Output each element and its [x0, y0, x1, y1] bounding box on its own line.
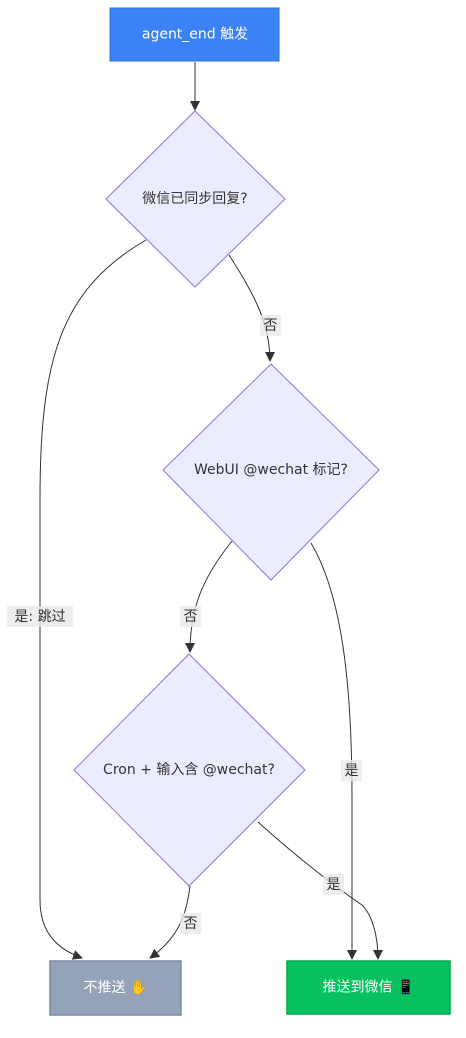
svg-text:否: 否	[184, 609, 198, 625]
node-decision-synced: 微信已同步回复?	[105, 110, 286, 288]
edge-webui-no	[185, 540, 233, 653]
svg-text:是: 是	[345, 763, 359, 779]
nodes: agent_end 触发 微信已同步回复? WebUI @wechat 标记? …	[49, 7, 451, 1016]
edge-labels: 否 是: 跳过 否 是 是 否	[7, 315, 362, 934]
edge-label-synced-no: 否	[260, 315, 281, 336]
edge-label-webui-no: 否	[180, 606, 201, 627]
edge-label-cron-yes: 是	[323, 874, 344, 895]
edge-label-webui-yes: 是	[341, 760, 362, 781]
node-push: 推送到微信 📱	[286, 960, 451, 1015]
edge-cron-no	[149, 885, 191, 959]
node-no-push: 不推送 ✋	[49, 960, 182, 1016]
node-decision-cron-label: Cron + 输入含 @wechat?	[103, 762, 275, 778]
node-push-label: 推送到微信 📱	[323, 979, 415, 996]
svg-text:是: 是	[327, 877, 341, 893]
svg-text:是: 跳过: 是: 跳过	[14, 609, 65, 625]
node-start-label: agent_end 触发	[142, 27, 248, 43]
node-decision-cron: Cron + 输入含 @wechat?	[73, 653, 306, 887]
node-start: agent_end 触发	[109, 7, 280, 62]
node-decision-webui: WebUI @wechat 标记?	[162, 363, 380, 581]
edge-label-synced-yes: 是: 跳过	[7, 606, 73, 627]
edge-synced-yes	[39, 239, 147, 960]
edge-label-cron-no: 否	[180, 913, 201, 934]
edge-webui-yes	[310, 542, 357, 960]
node-no-push-label: 不推送 ✋	[84, 979, 148, 996]
node-decision-webui-label: WebUI @wechat 标记?	[194, 462, 348, 478]
edge-synced-no	[228, 254, 275, 362]
node-decision-synced-label: 微信已同步回复?	[142, 190, 247, 207]
edge-cron-yes	[257, 821, 383, 960]
svg-text:否: 否	[184, 916, 198, 932]
svg-text:否: 否	[264, 318, 278, 334]
